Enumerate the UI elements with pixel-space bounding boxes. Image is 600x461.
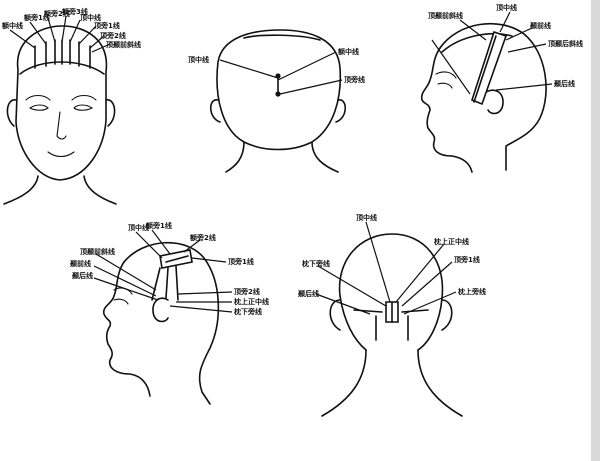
side1-face-profile <box>422 48 472 172</box>
side2-label-10: 枕下旁线 <box>234 307 262 316</box>
top-leader-3 <box>280 80 342 94</box>
side2-label-4: 顶旁1线 <box>228 257 254 266</box>
side2-needle-b <box>166 268 168 298</box>
front-label-7: 顶旁2线 <box>100 31 126 40</box>
side2-brow <box>114 288 132 294</box>
side-view-2-head: 顶中线 额旁1线 额旁2线 顶旁1线 顶颞前斜线 颞前线 颞后线 顶旁2线 枕上… <box>69 221 269 404</box>
side1-leader-4 <box>508 44 546 52</box>
top-label-3: 顶旁线 <box>344 75 365 84</box>
side1-brow <box>436 72 456 78</box>
front-brows <box>26 96 96 101</box>
front-label-5: 顶中线 <box>80 13 101 22</box>
side1-leader-6 <box>496 84 552 90</box>
front-left-ear <box>7 100 16 126</box>
back-label-2: 枕上正中线 <box>434 237 469 246</box>
side2-ear <box>153 298 168 321</box>
side2-label-3: 额旁2线 <box>189 233 216 242</box>
side1-ear <box>486 90 503 113</box>
back-skull-outline <box>340 234 443 350</box>
back-label-1: 顶中线 <box>356 213 377 222</box>
top-leader-2 <box>278 52 336 80</box>
side2-needle-c <box>176 266 178 300</box>
side2-label-2: 额旁1线 <box>145 221 172 230</box>
top-neck <box>226 142 338 172</box>
top-view-head: 顶中线 额中线 顶旁线 <box>188 30 365 172</box>
back-label-4: 枕上旁线 <box>458 287 486 296</box>
side2-eye <box>114 299 128 304</box>
top-label-2: 额中线 <box>337 47 359 56</box>
side2-label-8: 顶旁2线 <box>234 287 260 296</box>
side1-label-4: 顶颞后斜线 <box>548 39 583 48</box>
side1-leader-2 <box>500 12 510 32</box>
back-cross-left <box>354 310 382 312</box>
side2-label-9: 枕上正中线 <box>234 297 269 306</box>
side2-label-5: 顶颞前斜线 <box>80 247 115 256</box>
top-label-1: 顶中线 <box>188 55 209 64</box>
back-label-3: 顶旁1线 <box>454 255 480 264</box>
side-view-1-head: 顶颞前斜线 顶中线 颞前线 顶颞后斜线 颞后线 <box>422 3 583 172</box>
top-crown <box>244 35 320 40</box>
front-label-1: 额中线 <box>1 21 23 30</box>
back-neck <box>322 350 462 416</box>
front-label-6: 顶旁1线 <box>94 21 120 30</box>
back-view-head: 顶中线 枕上正中线 顶旁1线 枕上旁线 枕下旁线 颞后线 <box>297 213 486 416</box>
top-point-2 <box>275 91 280 96</box>
back-cross-right <box>402 310 428 312</box>
back-label-6: 颞后线 <box>297 289 319 298</box>
front-mouth <box>48 152 74 157</box>
front-label-8: 顶颞前斜线 <box>106 40 141 49</box>
back-right-ear <box>442 300 452 330</box>
top-left-ear <box>211 100 220 122</box>
front-nose <box>57 112 66 139</box>
side1-eye <box>438 83 452 88</box>
front-right-ear <box>106 100 115 126</box>
page-edge-shadow <box>591 0 600 461</box>
side2-label-7: 颞后线 <box>71 271 93 280</box>
side2-label-6: 颞前线 <box>69 259 91 268</box>
side1-label-2: 顶中线 <box>496 3 517 12</box>
side1-label-3: 颞前线 <box>529 21 551 30</box>
back-left-ear <box>330 300 340 330</box>
front-view-head: 额中线 额旁1线 额旁2线 额旁3线 顶中线 顶旁1线 顶旁2线 顶颞前斜线 <box>1 7 141 204</box>
side1-label-5: 颞后线 <box>553 79 575 88</box>
front-eyes <box>30 105 92 110</box>
top-leader-1 <box>220 60 278 78</box>
back-label-5: 枕下旁线 <box>302 259 330 268</box>
side1-label-1: 顶颞前斜线 <box>428 11 463 20</box>
